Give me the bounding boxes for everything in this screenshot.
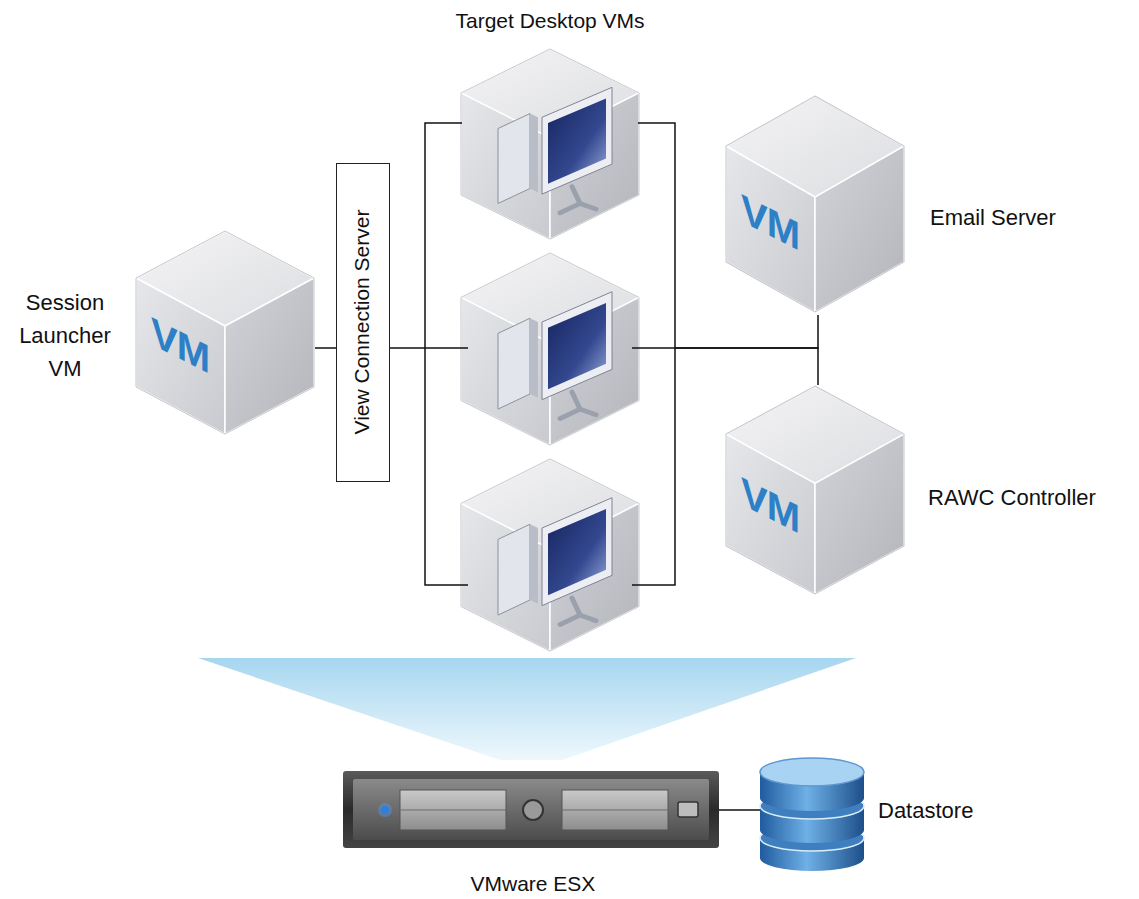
vm-node: RAWC Controller VM bbox=[725, 385, 1105, 597]
connector-line bbox=[315, 347, 336, 349]
host-beam bbox=[198, 658, 856, 760]
connector-line bbox=[675, 315, 818, 348]
node-label: Email Server bbox=[930, 201, 1056, 234]
server-icon bbox=[343, 771, 719, 848]
storage-node: Datastore bbox=[760, 752, 990, 872]
vm-node: Email Server VM bbox=[725, 85, 1095, 315]
desktop-cube bbox=[461, 49, 639, 239]
vm-logo: VM bbox=[741, 185, 799, 259]
desktop-cube bbox=[461, 253, 639, 445]
connector-line bbox=[675, 348, 818, 385]
node-label: View Connection Server bbox=[349, 210, 375, 435]
desktop-group: Target Desktop VMs bbox=[425, 5, 675, 655]
desktop-icon bbox=[498, 498, 612, 625]
vm-cube bbox=[726, 386, 904, 594]
vm-logo: VM bbox=[151, 308, 209, 382]
vm-node: Session Launcher VM VM bbox=[5, 230, 315, 435]
node-label: RAWC Controller bbox=[928, 481, 1096, 514]
group-heading: Target Desktop VMs bbox=[456, 8, 645, 34]
node-label: Datastore bbox=[878, 794, 973, 827]
node-label: VMware ESX bbox=[471, 871, 596, 897]
bracket-lines bbox=[425, 123, 675, 585]
vm-cube bbox=[726, 96, 904, 312]
server-box: View Connection Server bbox=[336, 163, 390, 482]
host-node: VMware ESX bbox=[343, 771, 719, 899]
desktop-icon bbox=[498, 87, 612, 213]
vm-cube bbox=[136, 231, 314, 434]
desktop-cube bbox=[461, 459, 639, 651]
connector-line bbox=[719, 809, 760, 811]
desktop-icon bbox=[498, 292, 612, 419]
vm-logo: VM bbox=[741, 468, 799, 542]
node-label: Session Launcher VM bbox=[5, 286, 125, 385]
connector-line bbox=[390, 347, 425, 349]
datastore-icon bbox=[760, 758, 864, 871]
